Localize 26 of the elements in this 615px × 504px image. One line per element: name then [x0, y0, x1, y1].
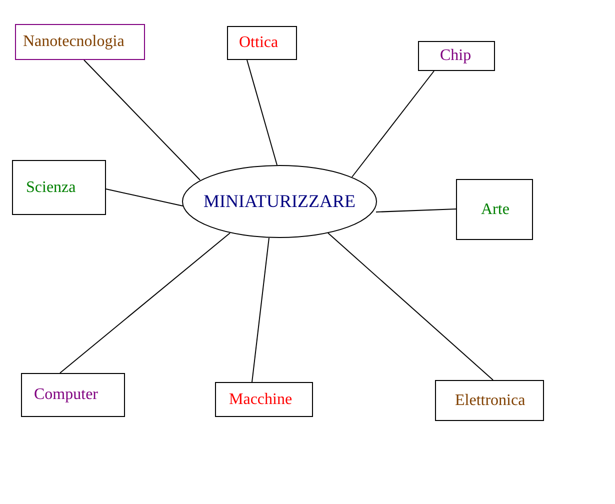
connector-line: [106, 188, 184, 206]
connector-line: [376, 208, 456, 212]
subtopic-label: Macchine: [229, 390, 292, 408]
subtopic-label: Ottica: [239, 34, 278, 52]
subtopic-label: Computer: [34, 386, 98, 404]
central-ellipse: [182, 165, 377, 238]
topic-box: [456, 179, 533, 240]
connector-line: [328, 232, 494, 380]
topic-box: [21, 373, 125, 417]
topic-box: [418, 41, 495, 71]
subtopic-label: Nanotecnologia: [23, 33, 124, 51]
connector-line: [84, 60, 200, 180]
subtopic-label: Elettronica: [455, 392, 526, 410]
subtopic-label: Arte: [481, 200, 510, 218]
connector-line: [352, 70, 434, 178]
connector-line: [60, 232, 230, 374]
topic-box: [15, 24, 145, 60]
topic-label: MINIATURIZZARE: [204, 192, 356, 212]
topic-box: [435, 380, 544, 421]
topic-box: [227, 26, 297, 60]
topic-box: [12, 160, 106, 215]
subtopic-label: Scienza: [26, 178, 76, 196]
connector-line: [252, 238, 270, 382]
subtopic-label: Chip: [440, 47, 472, 65]
connector-line: [246, 60, 278, 166]
topic-box: [215, 382, 313, 417]
